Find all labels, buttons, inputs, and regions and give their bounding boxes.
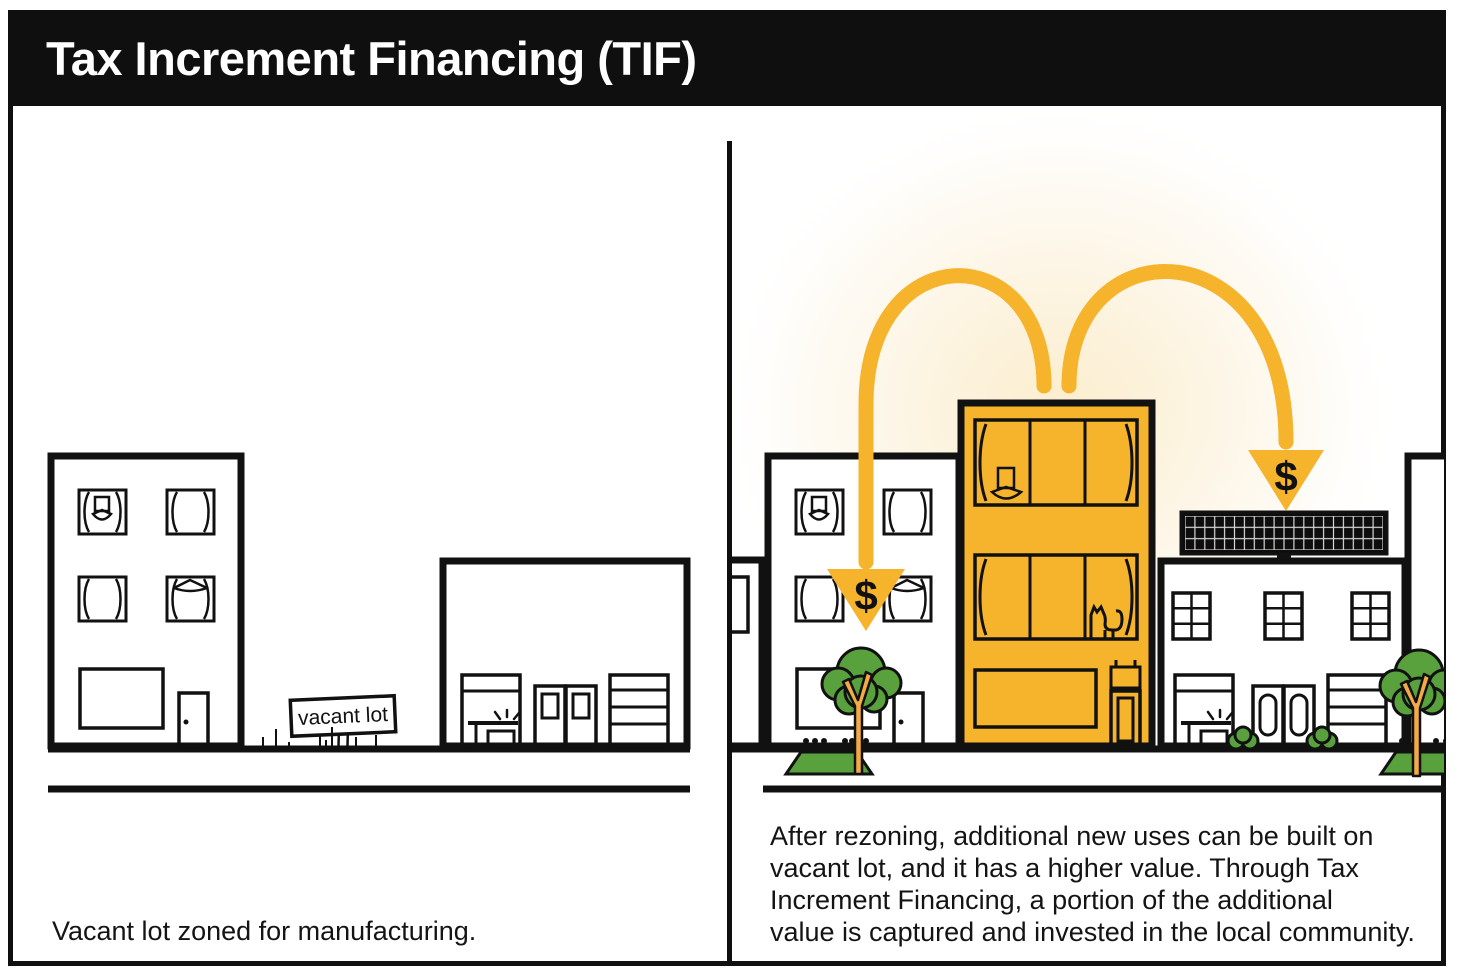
sign-posts — [337, 733, 350, 750]
left-panel-scene: vacant lot — [47, 452, 691, 793]
window-mullions — [1028, 420, 1087, 505]
new-development-building — [957, 399, 1156, 750]
building-outline — [957, 399, 1156, 750]
door-knob — [898, 719, 904, 725]
partial-building-left — [732, 556, 766, 750]
money-arc-right — [1061, 264, 1294, 450]
sign-label: vacant lot — [298, 703, 389, 730]
solar-panel-stand — [1277, 554, 1291, 562]
right-caption: After rezoning, additional new uses can … — [770, 820, 1415, 948]
money-arc-left — [858, 268, 1052, 570]
page-title: Tax Increment Financing (TIF) — [46, 31, 697, 85]
building-outline — [732, 556, 766, 750]
right-caption-line: After rezoning, additional new uses can … — [770, 821, 1374, 851]
door-transom — [1109, 665, 1142, 690]
right-caption-line: value is captured and invested in the lo… — [770, 917, 1415, 947]
entry-door — [892, 691, 925, 748]
money-arrowhead-right — [1248, 450, 1324, 511]
right-caption-line: Increment Financing, a portion of the ad… — [770, 885, 1333, 915]
solar-panel-cells — [1185, 516, 1383, 550]
manufacturing-building-left — [439, 557, 691, 750]
entry-door — [1109, 689, 1142, 749]
right-panel-scene: $ $ — [732, 106, 1444, 793]
dollar-sign-left: $ — [854, 572, 877, 619]
door-knob — [183, 719, 189, 725]
storefront-window — [973, 668, 1098, 729]
left-caption: Vacant lot zoned for manufacturing. — [52, 916, 477, 946]
hanging-lamp-shade — [989, 485, 1024, 500]
vacant-lot-sign: vacant lot — [288, 693, 398, 750]
window-band-upper — [973, 418, 1139, 507]
window-mullions — [1028, 555, 1087, 639]
apartment-building-left — [47, 452, 245, 750]
window — [732, 575, 750, 634]
manufacturing-building-right — [1157, 510, 1409, 751]
window-band-lower — [973, 553, 1139, 641]
right-caption-line: vacant lot, and it has a higher value. T… — [770, 853, 1359, 883]
door-window — [1116, 696, 1135, 743]
dollar-sign-right: $ — [1274, 453, 1297, 500]
cat-icon — [1089, 603, 1124, 639]
grass-blades — [262, 727, 377, 749]
storefront-window — [78, 667, 165, 730]
transom-posts — [1114, 660, 1137, 667]
header-bar: Tax Increment Financing (TIF) — [8, 10, 1446, 106]
curtains — [978, 423, 1134, 502]
entry-door — [177, 691, 210, 748]
sign-board — [288, 693, 398, 739]
money-arrowhead-left — [827, 569, 905, 631]
curtains — [978, 558, 1134, 636]
